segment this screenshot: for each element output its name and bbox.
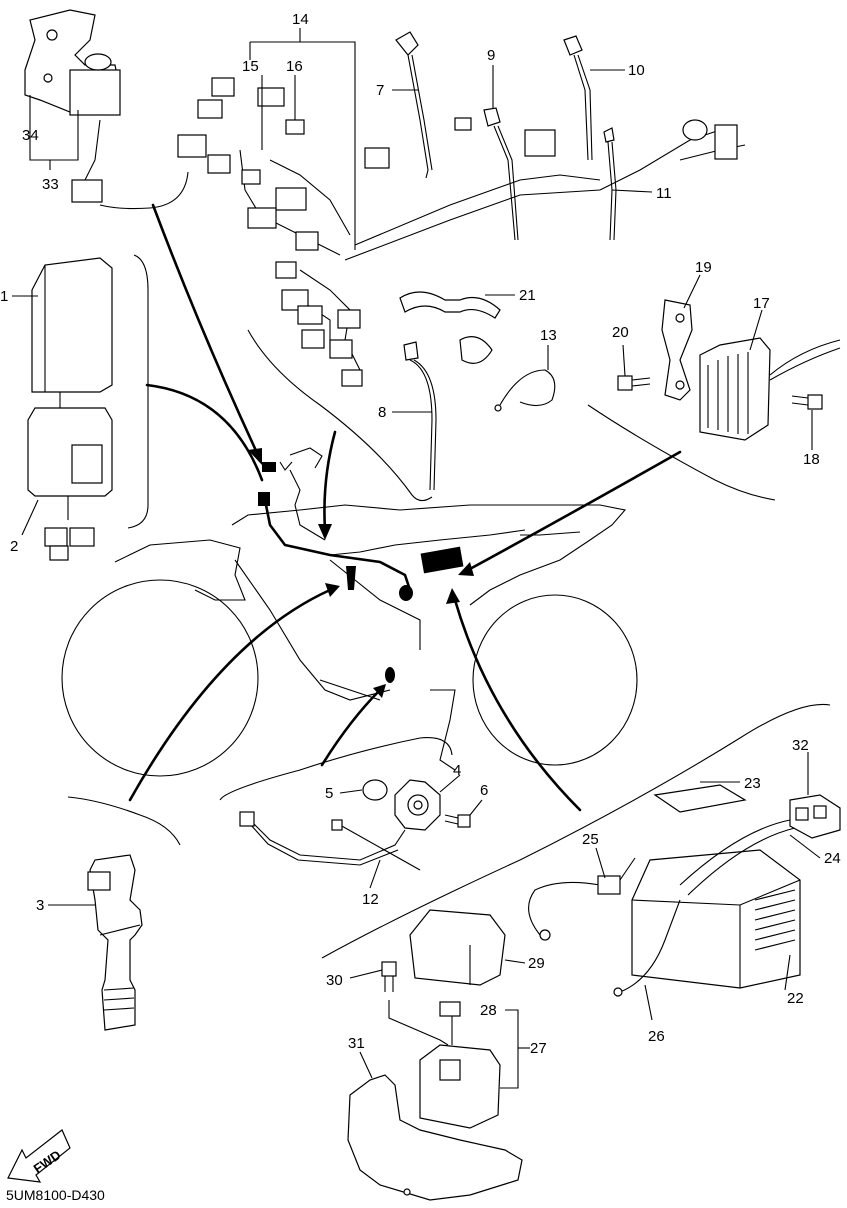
part-31-cover: [347, 1074, 523, 1201]
part-28-fuse: [439, 1001, 461, 1045]
part-1-cdi-unit: [31, 257, 113, 410]
part-5-o-ring: [362, 779, 388, 801]
part-32-connector: [789, 794, 841, 839]
callout-24: 24: [824, 850, 841, 867]
callout-25: 25: [582, 831, 599, 848]
callout-10: 10: [628, 62, 645, 79]
callout-7: 7: [376, 82, 384, 99]
part-22-battery: [631, 849, 801, 989]
callout-11: 11: [656, 185, 672, 202]
part-19-bracket: [661, 299, 693, 401]
callout-leaders: [12, 65, 821, 1079]
part-20-bolt: [617, 375, 651, 391]
callout-2: 2: [10, 538, 18, 555]
callout-14-bracket: [249, 28, 356, 250]
callout-17: 17: [753, 295, 770, 312]
callout-1: 1: [0, 288, 8, 305]
part-27-starter-relay: [419, 1044, 501, 1129]
part-33-34-assembly: [24, 9, 121, 203]
part-21-clamp: [399, 291, 501, 364]
callout-29: 29: [528, 955, 545, 972]
leader-arrows: [128, 203, 682, 812]
callout-19: 19: [695, 259, 712, 276]
part-29-cover: [409, 909, 506, 986]
part-13-wire: [494, 369, 556, 412]
part-3-ignition-coil: [87, 854, 143, 1031]
part-26-battery-lead: [613, 899, 681, 997]
group-boundaries: [67, 171, 831, 959]
fwd-arrow-icon: FWD: [7, 1129, 71, 1183]
callout-33: 33: [42, 176, 59, 193]
callout-12: 12: [362, 891, 379, 908]
callout-32: 32: [792, 737, 809, 754]
callout-34-leader: [29, 95, 79, 170]
callout-21: 21: [519, 287, 536, 304]
callout-labels: 1 2 3 4 5 6 7 8 9 10 11 12 13 14 15 16 1…: [0, 11, 841, 1057]
part-8-cable-tie: [403, 341, 437, 491]
callout-34: 34: [22, 127, 39, 144]
callout-20: 20: [612, 324, 629, 341]
callout-31: 31: [348, 1035, 365, 1052]
part-2-bracket: [27, 407, 113, 561]
diagram-code: 5UM8100-D430: [6, 1187, 105, 1203]
callout-22: 22: [787, 990, 804, 1007]
callout-16: 16: [286, 58, 303, 75]
callout-18: 18: [803, 451, 820, 468]
callout-9: 9: [487, 47, 495, 64]
motorcycle-outline: [61, 447, 638, 777]
callout-4: 4: [453, 762, 461, 779]
part-6-bolt: [444, 814, 471, 828]
callout-30: 30: [326, 972, 343, 989]
callout-23: 23: [744, 775, 761, 792]
part-17-rectifier-regulator: [699, 337, 841, 441]
callout-8: 8: [378, 404, 386, 421]
callout-3: 3: [36, 897, 44, 914]
part-18-bolt: [791, 394, 823, 410]
callout-14: 14: [292, 11, 309, 28]
wiring-on-frame: [258, 461, 526, 683]
callout-15: 15: [242, 58, 259, 75]
cable-ties: [395, 31, 617, 241]
part-23-sheet: [653, 784, 747, 813]
callout-13: 13: [540, 327, 557, 344]
part-14-wire-harness: [177, 77, 746, 387]
callout-27: 27: [530, 1040, 547, 1057]
part-4-sensor: [394, 779, 441, 831]
part-30-bolt: [381, 961, 449, 1046]
callout-5: 5: [325, 785, 333, 802]
part-12-lead-wire: [239, 811, 421, 871]
part-25-battery-lead: [528, 857, 636, 941]
callout-6: 6: [480, 782, 488, 799]
callout-27-bracket: [500, 1009, 530, 1089]
callout-28: 28: [480, 1002, 497, 1019]
callout-26: 26: [648, 1028, 665, 1045]
